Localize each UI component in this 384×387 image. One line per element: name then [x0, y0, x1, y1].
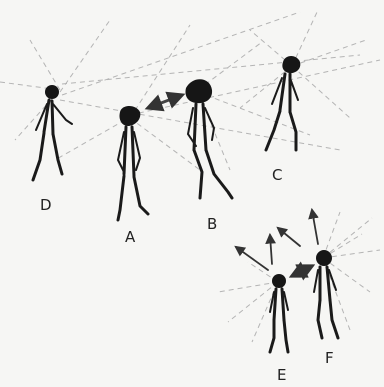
label-d: D [40, 196, 52, 214]
figure-c [266, 56, 300, 150]
label-b: B [207, 215, 217, 233]
label-a: A [125, 228, 136, 246]
figure-c-head [282, 56, 300, 73]
figure-a [118, 106, 148, 220]
figure-e-head [272, 274, 286, 288]
figure-b-head [185, 79, 212, 103]
mutual-gaze-arrow-ab [148, 95, 182, 108]
figure-d-head [45, 85, 59, 99]
attention-arrows [236, 210, 318, 270]
sightlines-lower [218, 212, 380, 342]
figure-e [270, 274, 288, 352]
mutual-gaze-arrow-ef [292, 266, 312, 276]
figure-d [33, 85, 72, 180]
label-f: F [325, 349, 334, 367]
figure-f-head [316, 250, 332, 266]
label-e: E [277, 366, 286, 384]
figure-f [314, 250, 338, 338]
label-c: C [272, 166, 282, 184]
figure-b [185, 79, 232, 198]
figure-a-head [119, 106, 140, 126]
